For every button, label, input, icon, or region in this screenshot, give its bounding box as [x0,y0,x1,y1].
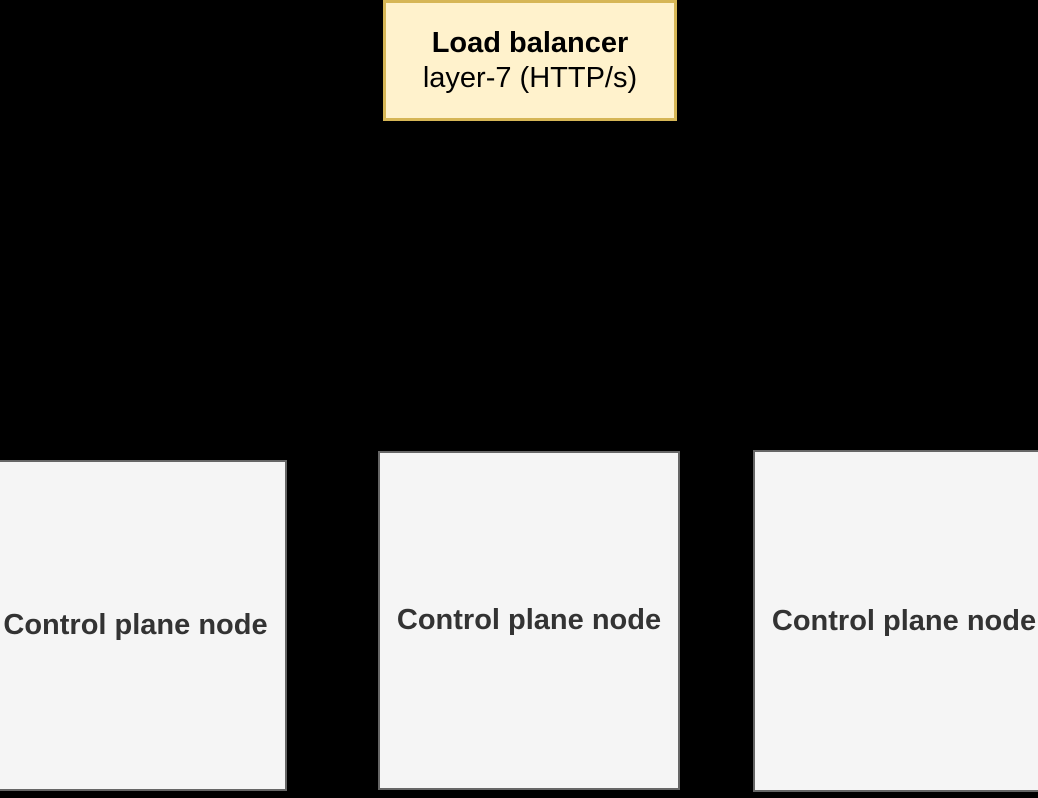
control-plane-node-1: Control plane node [0,460,287,791]
control-plane-node-3-label: Control plane node [771,604,1037,637]
load-balancer-subtitle: layer-7 (HTTP/s) [422,61,638,94]
load-balancer-node: Load balancer layer-7 (HTTP/s) [383,0,677,121]
control-plane-node-3: Control plane node [753,450,1038,792]
control-plane-node-1-label: Control plane node [3,609,268,641]
control-plane-node-2: Control plane node [378,451,680,790]
control-plane-node-2-label: Control plane node [396,604,662,636]
load-balancer-title: Load balancer [431,26,629,59]
